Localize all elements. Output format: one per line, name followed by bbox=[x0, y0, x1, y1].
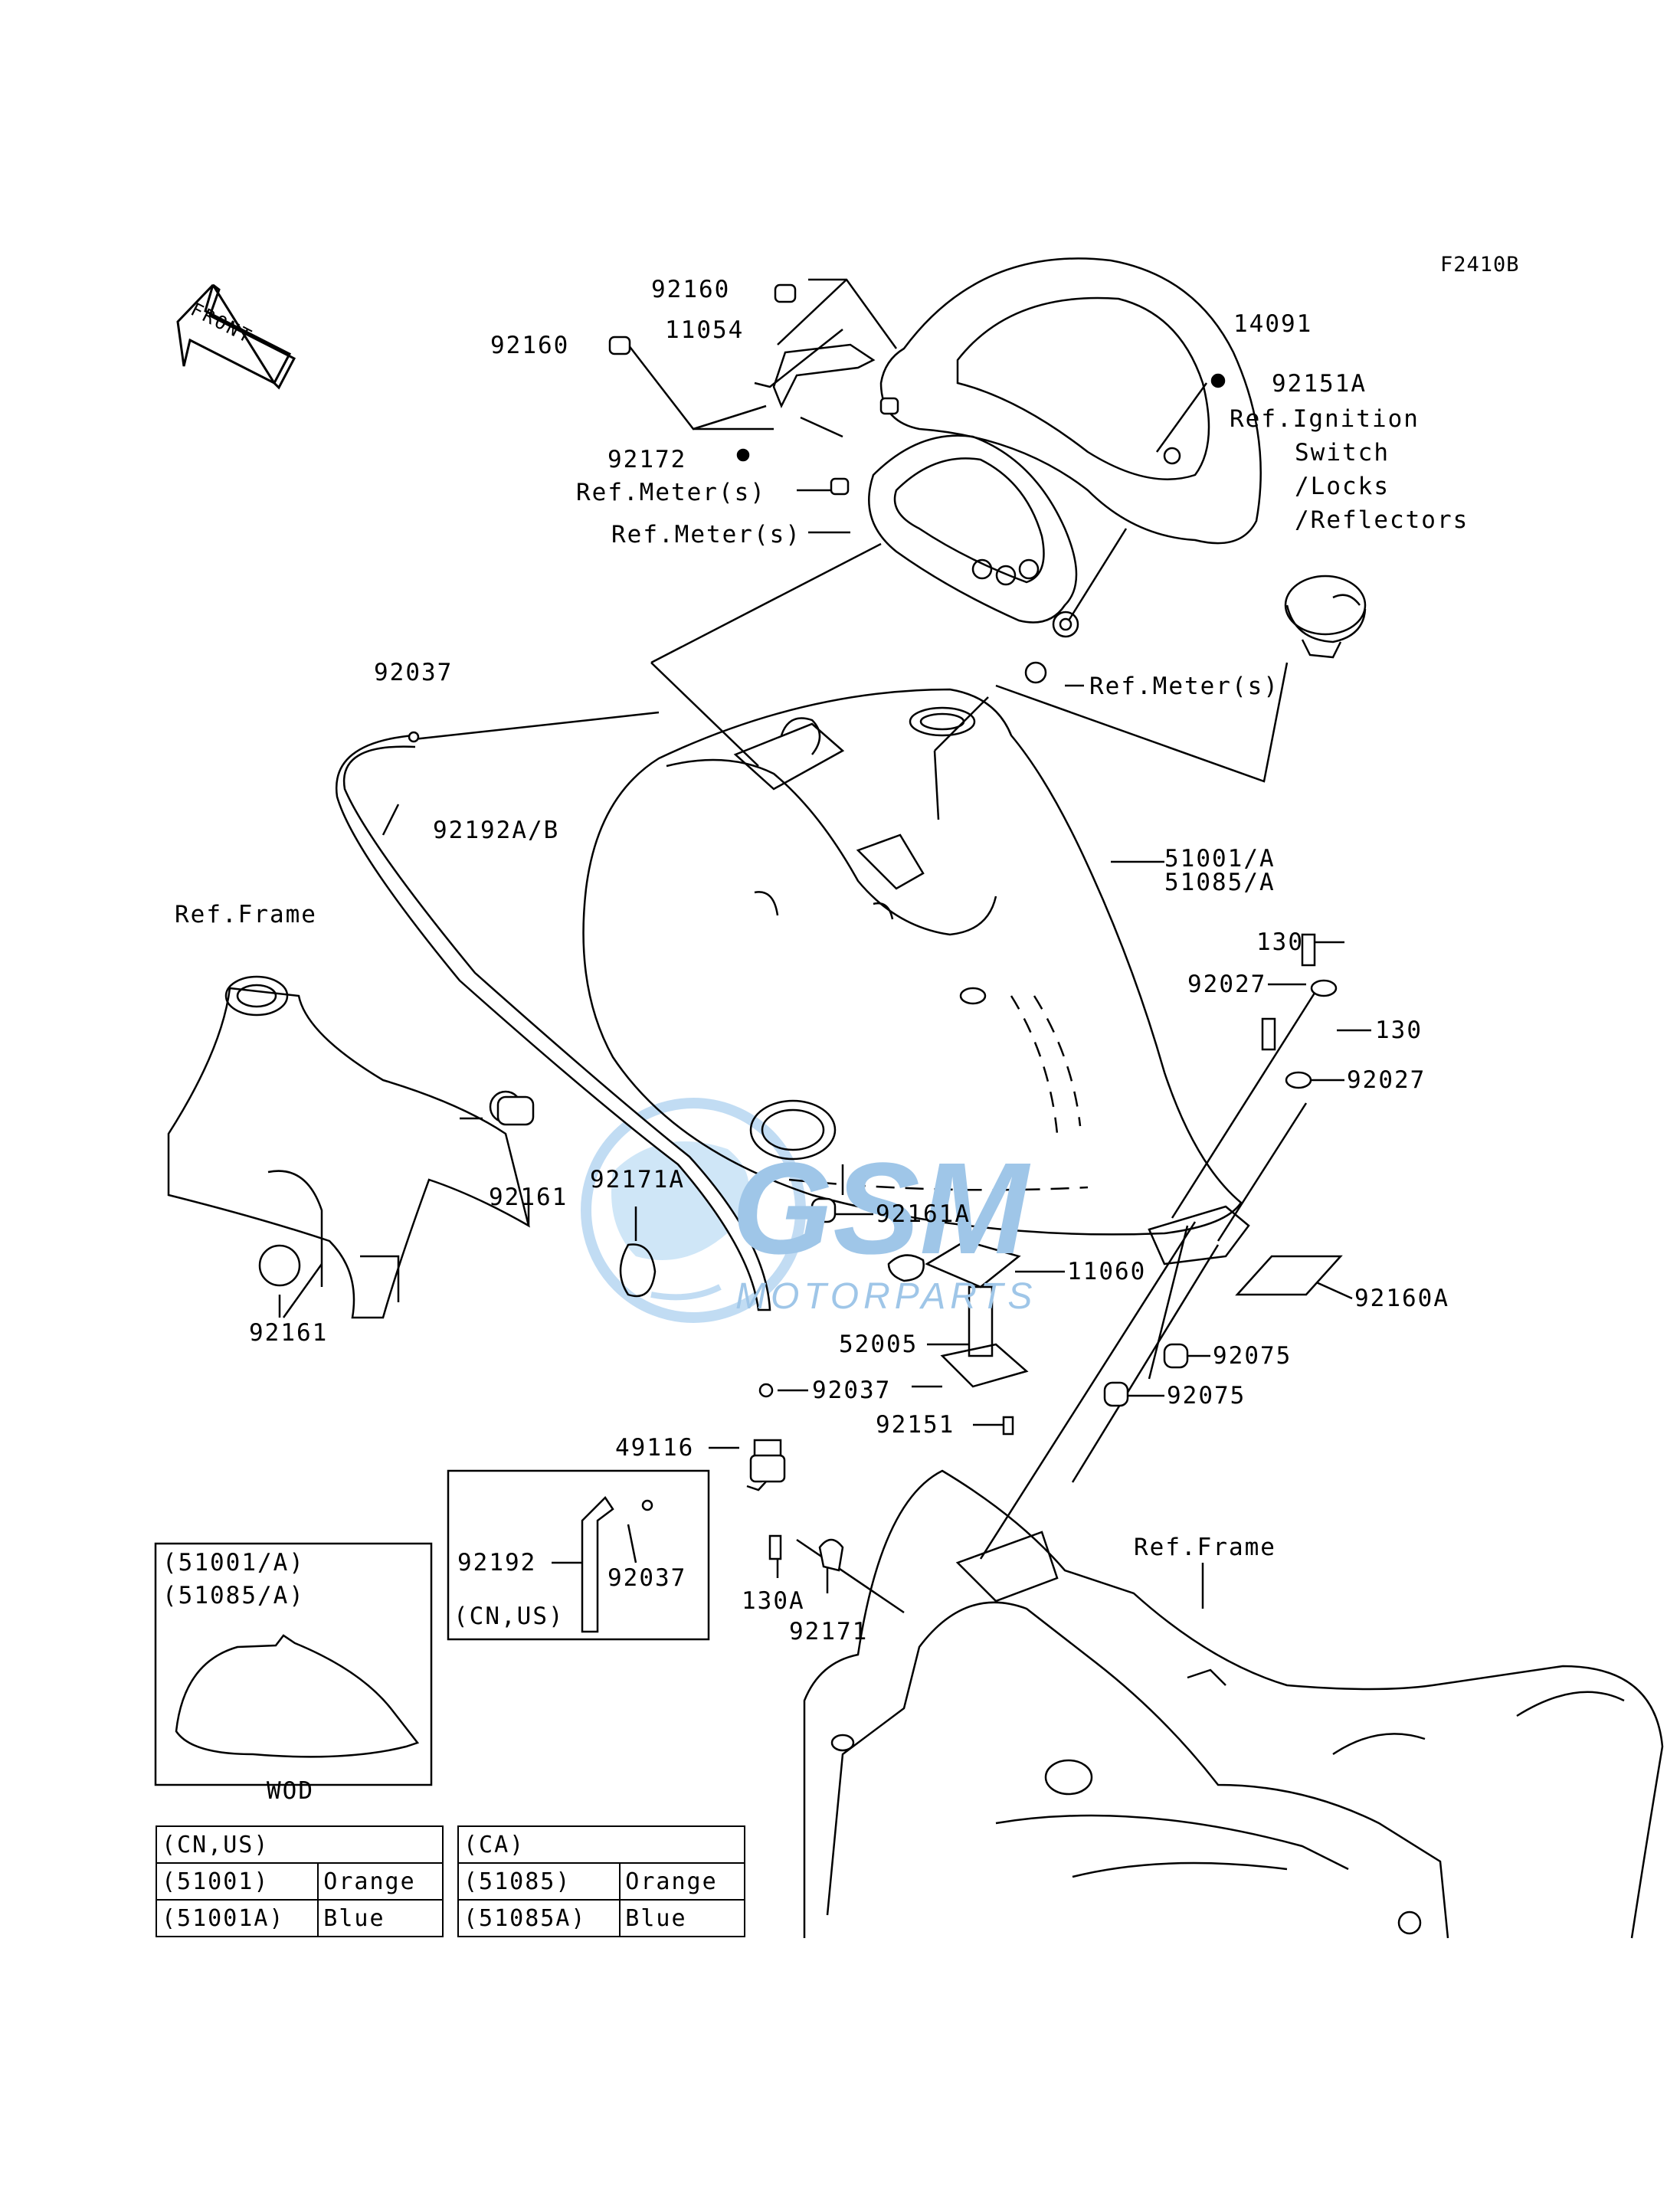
table-header: (CA) bbox=[457, 1825, 745, 1864]
hose-92192 bbox=[581, 1496, 614, 1633]
callout-92161-bottom: 92161 bbox=[249, 1319, 329, 1347]
callout-92172: 92172 bbox=[607, 446, 687, 473]
callout-51001A: 51001/A bbox=[1164, 845, 1276, 873]
callout-130-b: 130 bbox=[1375, 1017, 1423, 1044]
ref-meter-1: Ref.Meter(s) bbox=[576, 479, 766, 506]
cnus-box bbox=[447, 1469, 710, 1641]
table-row: (51001) Orange bbox=[155, 1862, 444, 1901]
frame-right bbox=[803, 1469, 1664, 1939]
ref-frame-left: Ref.Frame bbox=[175, 901, 317, 928]
callout-92037-top: 92037 bbox=[374, 659, 454, 686]
wod-box bbox=[154, 1542, 433, 1786]
leader-lines bbox=[278, 278, 1371, 1614]
callout-92192: 92192 bbox=[457, 1549, 537, 1577]
callout-92027-a: 92027 bbox=[1187, 971, 1267, 998]
callout-92075-b: 92075 bbox=[1167, 1382, 1246, 1410]
table-cell-part: (51001A) bbox=[155, 1899, 319, 1937]
callout-130-a: 130 bbox=[1256, 928, 1304, 956]
tank-tab bbox=[1148, 1205, 1250, 1265]
callout-92151A: 92151A bbox=[1272, 370, 1367, 398]
table-cell-color: Orange bbox=[317, 1862, 444, 1901]
diagram-code: F2410B bbox=[1440, 253, 1520, 277]
ref-ignition-line4: /Reflectors bbox=[1295, 506, 1469, 534]
callout-11060: 11060 bbox=[1067, 1258, 1147, 1285]
callout-130A: 130A bbox=[742, 1587, 805, 1615]
callout-92171A: 92171A bbox=[590, 1166, 685, 1193]
rubber-parts bbox=[608, 283, 899, 496]
fuel-filter-52005 bbox=[887, 1239, 1029, 1388]
callout-92037-box: 92037 bbox=[607, 1564, 687, 1592]
color-table-ca: (CA) (51085) Orange (51085A) Blue bbox=[457, 1825, 745, 1937]
cnus-box-label: (CN,US) bbox=[454, 1603, 565, 1630]
clip-92171 bbox=[818, 1538, 844, 1572]
callout-52005: 52005 bbox=[839, 1331, 919, 1358]
pad-92160A bbox=[1235, 1255, 1343, 1296]
valve-49116 bbox=[408, 731, 786, 1511]
ref-frame-right: Ref.Frame bbox=[1134, 1534, 1276, 1561]
color-table-cnus: (CN,US) (51001) Orange (51001A) Blue bbox=[155, 1825, 444, 1937]
ref-meter-3: Ref.Meter(s) bbox=[1089, 673, 1279, 700]
clip-92171A bbox=[619, 1243, 657, 1298]
table-cell-color: Blue bbox=[619, 1899, 745, 1937]
callout-92192AB: 92192A/B bbox=[433, 817, 560, 844]
bolts bbox=[768, 933, 1338, 1560]
ref-ignition-line1: Ref.Ignition bbox=[1230, 405, 1420, 433]
table-row: (51085) Orange bbox=[457, 1862, 745, 1901]
callout-92160A: 92160A bbox=[1354, 1285, 1449, 1312]
meter-assembly bbox=[868, 434, 1079, 684]
callout-92160-left: 92160 bbox=[490, 332, 570, 359]
callout-49116: 49116 bbox=[615, 1434, 695, 1462]
table-row: (51085A) Blue bbox=[457, 1899, 745, 1937]
callout-92161A: 92161A bbox=[876, 1200, 971, 1228]
watermark-brand: GSM bbox=[732, 1136, 1029, 1282]
bracket-11054 bbox=[772, 343, 876, 409]
table-cell-color: Orange bbox=[619, 1862, 745, 1901]
callout-92171: 92171 bbox=[789, 1618, 869, 1645]
watermark-logo bbox=[581, 1098, 806, 1323]
callout-92151: 92151 bbox=[876, 1411, 955, 1439]
dampers-92161 bbox=[258, 1095, 535, 1287]
wod-line2: (51085/A) bbox=[162, 1582, 305, 1609]
callout-92027-b: 92027 bbox=[1347, 1066, 1426, 1094]
ref-meter-2: Ref.Meter(s) bbox=[611, 521, 801, 548]
callout-92037-mid: 92037 bbox=[812, 1377, 892, 1404]
meter-cover-14091 bbox=[879, 257, 1262, 545]
front-arrow bbox=[176, 283, 296, 390]
frame-left bbox=[167, 975, 530, 1319]
table-cell-color: Blue bbox=[317, 1899, 444, 1937]
callout-14091: 14091 bbox=[1233, 310, 1313, 338]
fuel-tank bbox=[582, 688, 1243, 1236]
callout-92160-top: 92160 bbox=[651, 276, 731, 303]
wod-line1: (51001/A) bbox=[162, 1549, 305, 1577]
ignition-switch bbox=[1284, 575, 1367, 659]
damper-92161A bbox=[811, 1197, 837, 1223]
callout-51085A: 51085/A bbox=[1164, 869, 1276, 896]
ref-ignition-line2: Switch bbox=[1295, 439, 1390, 467]
table-cell-part: (51001) bbox=[155, 1862, 319, 1901]
callout-92161-right: 92161 bbox=[489, 1184, 568, 1211]
hose-92192AB bbox=[335, 734, 771, 1311]
callout-11054: 11054 bbox=[665, 316, 745, 344]
ref-ignition-line3: /Locks bbox=[1295, 473, 1390, 500]
table-cell-part: (51085A) bbox=[457, 1899, 621, 1937]
wod-tank-icon bbox=[175, 1634, 420, 1758]
table-header: (CN,US) bbox=[156, 1825, 444, 1864]
table-row: (51001A) Blue bbox=[155, 1899, 444, 1937]
watermark-sub: MOTORPARTS bbox=[735, 1276, 1037, 1317]
wod-caption: WOD bbox=[267, 1777, 314, 1805]
callout-92075-a: 92075 bbox=[1213, 1342, 1292, 1370]
table-cell-part: (51085) bbox=[457, 1862, 621, 1901]
